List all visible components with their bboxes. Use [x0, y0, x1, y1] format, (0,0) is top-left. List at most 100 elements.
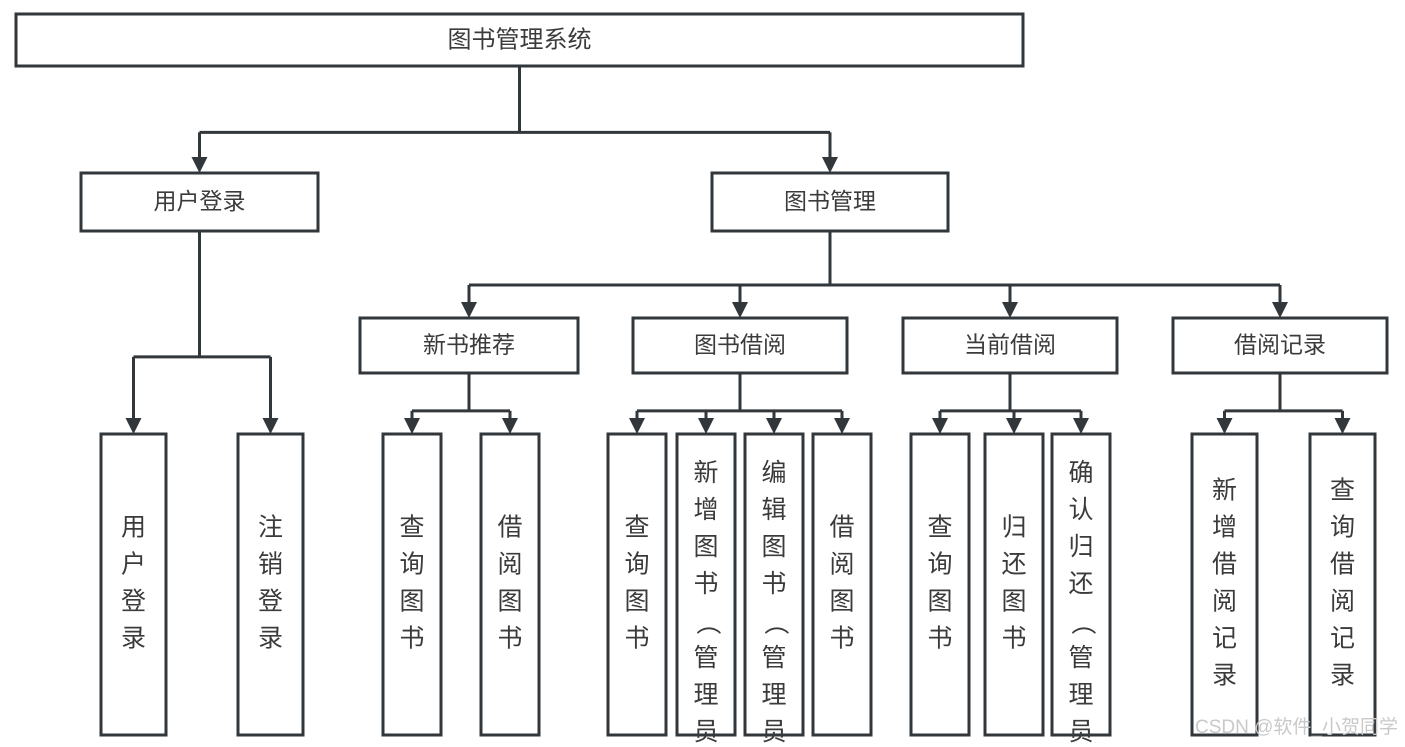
arrow-head-icon	[1073, 418, 1089, 434]
node-label-char: 还	[1001, 551, 1026, 579]
node-box	[1190, 432, 1259, 737]
arrow-head-icon	[629, 418, 645, 434]
arrow-head-icon	[834, 418, 850, 434]
arrow-head-icon	[125, 418, 142, 434]
node-label-char: 图	[1001, 588, 1026, 616]
node-book-manage[interactable]: 图书管理	[710, 171, 950, 233]
node-box	[811, 432, 873, 737]
node-label-char: 借	[1212, 551, 1237, 579]
node-box	[1050, 432, 1112, 737]
node-label-char: 员	[1068, 718, 1093, 746]
node-label-char: 增	[1212, 514, 1237, 542]
node-box	[236, 432, 305, 737]
node-new-book-rec[interactable]: 新书推荐	[358, 316, 580, 375]
node-label-char: 登	[258, 588, 283, 616]
arrow-head-icon	[932, 418, 948, 434]
node-label-char: 记	[1330, 625, 1355, 653]
node-box	[79, 171, 320, 233]
node-label-char: 登	[121, 588, 146, 616]
node-box	[743, 432, 805, 737]
node-box	[358, 316, 580, 375]
node-label-char: 询	[399, 551, 424, 579]
node-label-char: 阅	[829, 551, 854, 579]
node-box	[14, 12, 1025, 68]
node-leaf-user-login[interactable]: 用户登录	[99, 432, 168, 737]
node-label-char: 归	[1001, 514, 1026, 542]
node-label-char: 书	[829, 625, 854, 653]
node-label-char: 用	[121, 514, 146, 542]
node-book-borrow[interactable]: 图书借阅	[631, 316, 849, 375]
node-label-char: 询	[624, 551, 649, 579]
node-label-char: 书	[399, 625, 424, 653]
node-label-char: 还	[1068, 570, 1093, 598]
arrow-head-icon	[822, 157, 838, 173]
node-user-login[interactable]: 用户登录	[79, 171, 320, 233]
node-box	[479, 432, 541, 737]
node-borrow-record[interactable]: 借阅记录	[1171, 316, 1389, 375]
arrow-head-icon	[502, 418, 518, 434]
node-box	[381, 432, 443, 737]
arrow-head-icon	[461, 302, 477, 318]
node-label: 新书推荐	[423, 332, 515, 358]
node-root[interactable]: 图书管理系统	[14, 12, 1025, 68]
node-box	[1171, 316, 1389, 375]
node-label-char: 编	[761, 459, 786, 487]
node-label-char: 查	[624, 514, 649, 542]
node-label-char: 销	[258, 551, 283, 579]
node-box	[99, 432, 168, 737]
node-label-char: 记	[1212, 625, 1237, 653]
node-label-char: 图	[761, 533, 786, 561]
node-label: 借阅记录	[1234, 332, 1326, 358]
arrow-head-icon	[262, 418, 279, 434]
node-label-char: 录	[1212, 662, 1237, 690]
node-label-char: 确	[1068, 459, 1093, 487]
node-label-char: 查	[1330, 477, 1355, 505]
node-box	[606, 432, 668, 737]
node-label: 当前借阅	[964, 332, 1056, 358]
node-label-char: 书	[761, 570, 786, 598]
node-label-char: 增	[693, 496, 718, 524]
node-label-char: 询	[1330, 514, 1355, 542]
node-label-char: 询	[927, 551, 952, 579]
node-label-char: 录	[1330, 662, 1355, 690]
node-box	[909, 432, 971, 737]
node-label-char: 书	[693, 570, 718, 598]
arrow-head-icon	[1002, 302, 1018, 318]
node-label-char: 归	[1068, 533, 1093, 561]
connector-layer	[125, 66, 1351, 434]
arrow-head-icon	[1272, 302, 1288, 318]
node-label: 图书管理	[784, 188, 876, 214]
node-label-vertical: 用户登录	[121, 514, 146, 653]
node-label-char: 书	[497, 625, 522, 653]
csdn-watermark: CSDN @软件_小贺同学	[1195, 716, 1398, 738]
node-current-borrow[interactable]: 当前借阅	[901, 316, 1119, 375]
node-label-char: （	[693, 610, 721, 635]
node-label-char: 辑	[761, 496, 786, 524]
node-label-char: 图	[497, 588, 522, 616]
node-label-char: 录	[121, 625, 146, 653]
node-box	[901, 316, 1119, 375]
node-label-char: 户	[121, 551, 146, 579]
arrow-head-icon	[698, 418, 714, 434]
